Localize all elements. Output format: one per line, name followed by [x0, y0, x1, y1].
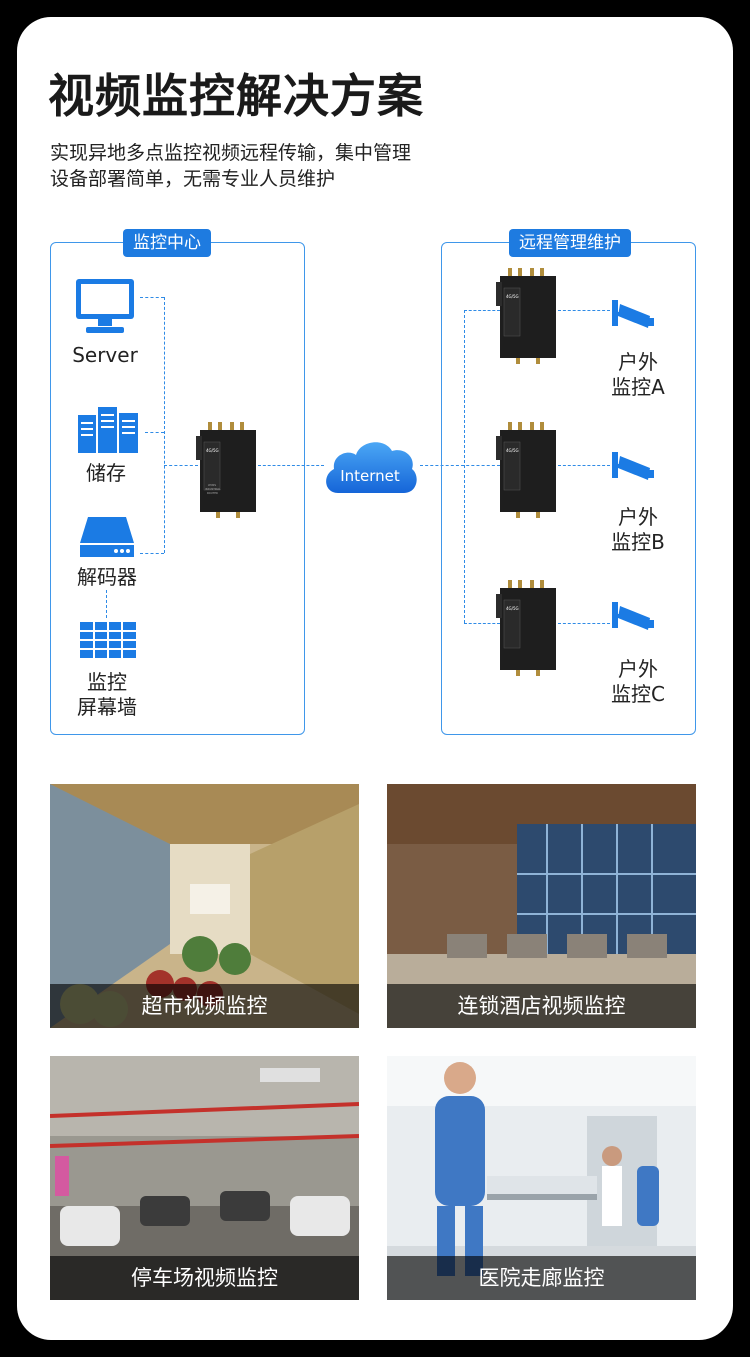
- server-connector: [140, 297, 164, 298]
- parking-photo: 停车场视频监控: [50, 1056, 359, 1300]
- hospital-photo: 医院走廊监控: [387, 1056, 696, 1300]
- internet-cloud: Internet: [320, 435, 420, 497]
- remote-branch-c: [464, 623, 500, 624]
- camera-c-label: 户外 监控C: [598, 657, 678, 707]
- router-c: 4G/5G: [496, 580, 556, 676]
- server-monitor-icon: [76, 279, 134, 333]
- router-a-to-camera: [558, 310, 610, 311]
- internet-label: Internet: [340, 467, 400, 485]
- decoder-connector: [140, 553, 164, 554]
- camera-c-icon: [612, 602, 654, 630]
- monitoring-center-panel: 监控中心: [50, 229, 305, 735]
- remote-bus-line: [464, 310, 465, 623]
- parking-caption: 停车场视频监控: [50, 1256, 359, 1300]
- subtitle-line-2: 设备部署简单，无需专业人员维护: [50, 168, 336, 190]
- page-title: 视频监控解决方案: [48, 69, 424, 123]
- camera-a-label-line1: 户外: [618, 350, 658, 374]
- storage-label: 储存: [86, 461, 126, 485]
- storage-connector: [145, 432, 164, 433]
- remote-management-label: 远程管理维护: [509, 229, 631, 257]
- supermarket-caption: 超市视频监控: [50, 984, 359, 1028]
- monitoring-center-label: 监控中心: [123, 229, 211, 257]
- camera-c-label-line2: 监控C: [611, 682, 665, 706]
- svg-text:WCNS: WCNS: [208, 483, 216, 487]
- svg-text:4G/5G: 4G/5G: [506, 294, 519, 299]
- router-b: 4G/5G: [496, 422, 556, 518]
- router-a: 4G/5G: [496, 268, 556, 364]
- decoder-icon: [80, 517, 134, 557]
- svg-text:4G/5G: 4G/5G: [506, 448, 519, 453]
- router-b-to-camera: [558, 465, 610, 466]
- server-label: Server: [72, 343, 138, 367]
- cloud-to-remote-line: [420, 465, 500, 466]
- center-router: 4G/5G WCNS INDUSTRIAL ROUTER: [196, 422, 256, 518]
- subtitle-line-1: 实现异地多点监控视频远程传输，集中管理: [50, 142, 412, 164]
- video-wall-label-line2: 屏幕墙: [77, 695, 137, 719]
- remote-branch-a: [464, 310, 500, 311]
- bus-to-router-line: [164, 465, 198, 466]
- hotel-photo: 连锁酒店视频监控: [387, 784, 696, 1028]
- supermarket-photo: 超市视频监控: [50, 784, 359, 1028]
- page-subtitle: 实现异地多点监控视频远程传输，集中管理 设备部署简单，无需专业人员维护: [50, 140, 470, 192]
- hospital-caption: 医院走廊监控: [387, 1256, 696, 1300]
- storage-icon: [78, 407, 138, 453]
- svg-text:INDUSTRIAL: INDUSTRIAL: [205, 487, 221, 491]
- decoder-to-wall-line: [106, 590, 107, 618]
- cloud-icon: [326, 442, 417, 493]
- video-wall-label: 监控 屏幕墙: [62, 670, 152, 720]
- svg-text:ROUTER: ROUTER: [207, 491, 218, 495]
- hotel-caption: 连锁酒店视频监控: [387, 984, 696, 1028]
- router-c-to-camera: [558, 623, 610, 624]
- svg-text:4G/5G: 4G/5G: [206, 448, 219, 453]
- video-wall-label-line1: 监控: [87, 670, 127, 694]
- camera-c-label-line1: 户外: [618, 657, 658, 681]
- camera-a-icon: [612, 300, 654, 328]
- camera-b-label: 户外 监控B: [598, 505, 678, 555]
- svg-text:4G/5G: 4G/5G: [506, 606, 519, 611]
- video-wall-icon: [80, 622, 136, 658]
- left-bus-line: [164, 297, 165, 553]
- camera-a-label: 户外 监控A: [598, 350, 678, 400]
- camera-b-label-line1: 户外: [618, 505, 658, 529]
- decoder-label: 解码器: [77, 565, 137, 589]
- camera-b-icon: [612, 452, 654, 480]
- camera-a-label-line2: 监控A: [611, 375, 665, 399]
- router-to-cloud-line: [258, 465, 324, 466]
- remote-management-panel: 远程管理维护: [441, 229, 696, 735]
- camera-b-label-line2: 监控B: [611, 530, 665, 554]
